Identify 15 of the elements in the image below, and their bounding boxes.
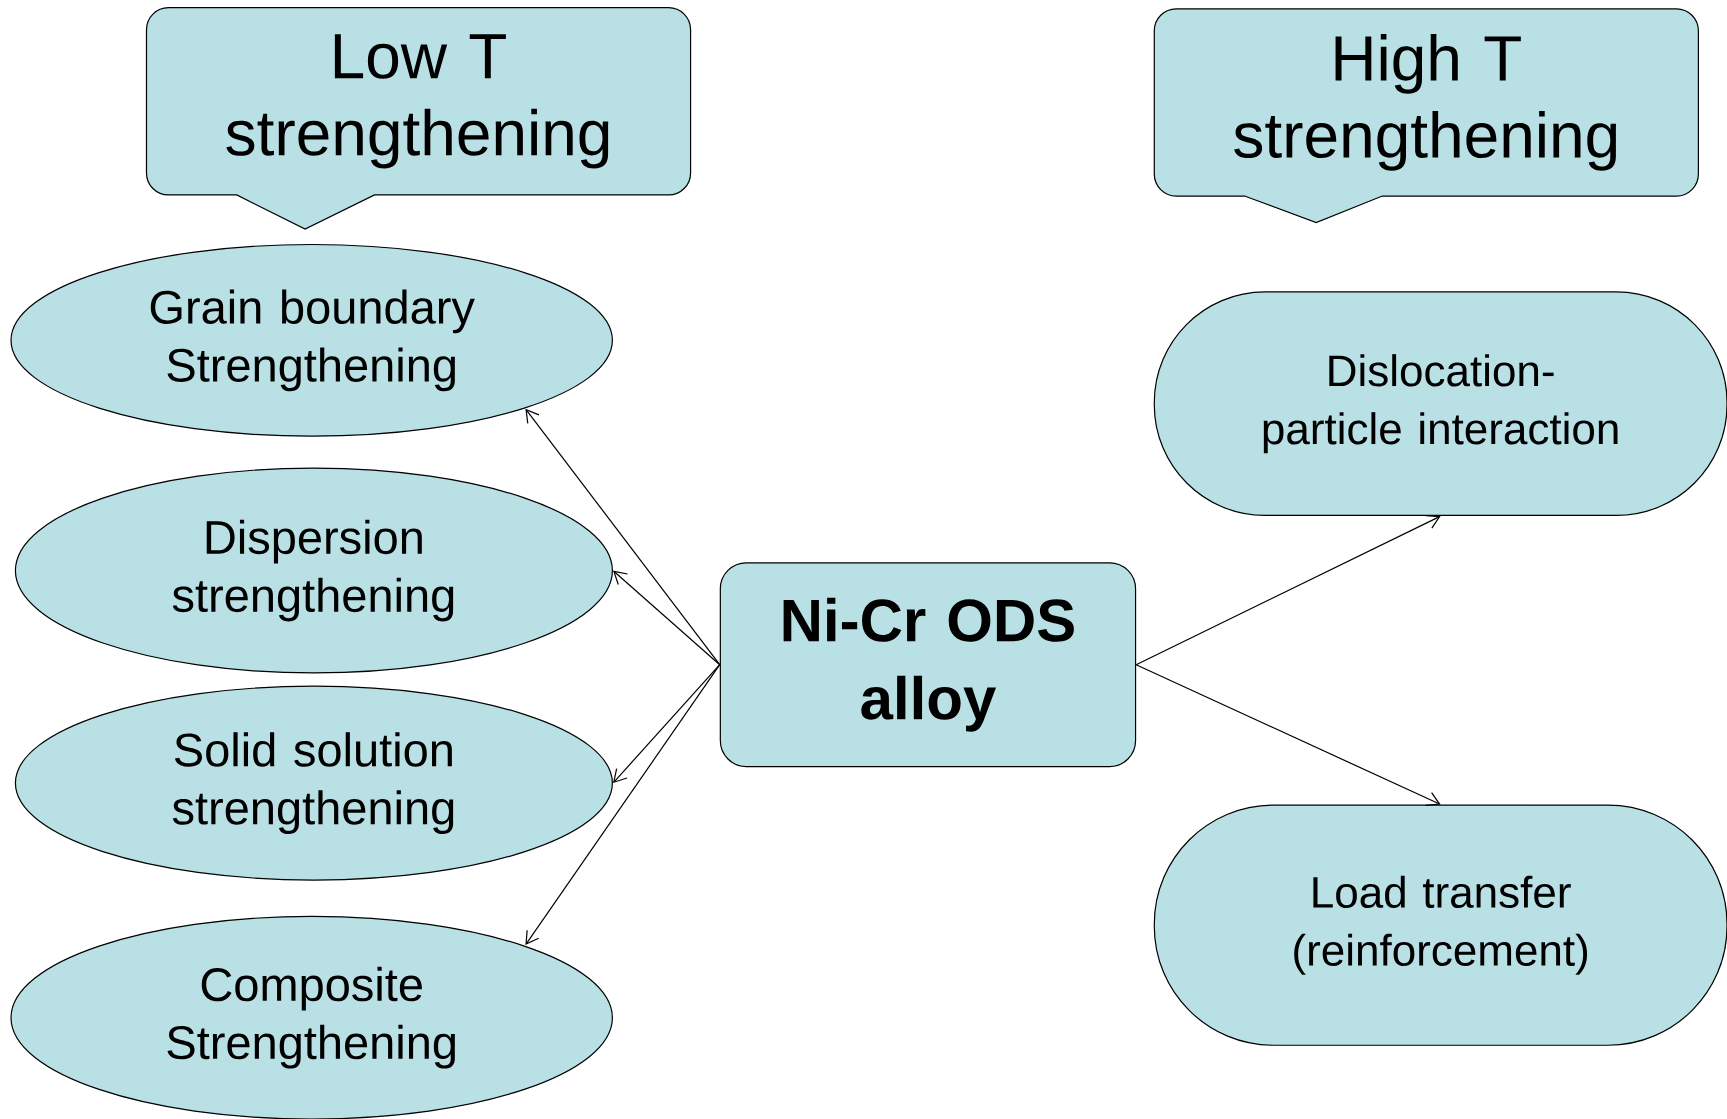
- arrow: [525, 664, 721, 945]
- arrow: [1135, 664, 1441, 806]
- callout-box: Low T strengthening: [145, 7, 692, 230]
- arrow: [613, 570, 721, 666]
- process-box: Ni-Cr ODS alloy: [719, 562, 1137, 768]
- callout-box: High T strengthening: [1153, 8, 1699, 224]
- ellipse-node: Dispersion strengthening: [14, 467, 613, 674]
- arrow: [613, 664, 721, 784]
- ellipse-node: Composite Strengthening: [10, 915, 613, 1119]
- rounded-node: Dislocation-particle interaction: [1153, 291, 1727, 517]
- ellipse-node: Solid solution strengthening: [14, 685, 613, 881]
- arrow: [1135, 514, 1441, 666]
- arrow: [525, 408, 721, 666]
- rounded-node: Load transfer (reinforcement): [1153, 804, 1727, 1046]
- ellipse-node: Grain boundary Strengthening: [10, 243, 613, 437]
